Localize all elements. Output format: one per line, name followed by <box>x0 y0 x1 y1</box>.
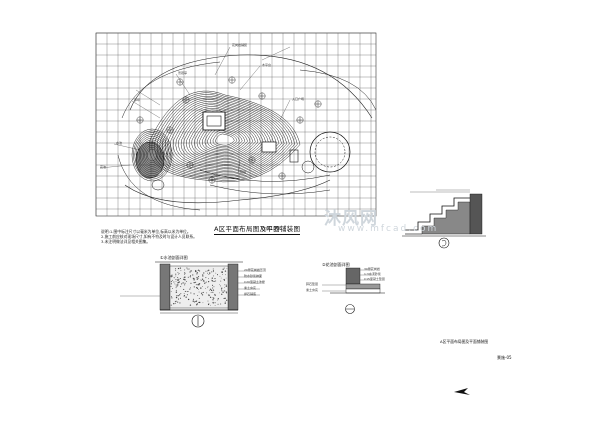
detail-2-label: 1:3水泥砂浆 <box>364 272 381 276</box>
detail-1-label: 20厚花岗岩压顶 <box>244 268 266 272</box>
detail-1-title: ①水池剖面详图 <box>160 255 188 260</box>
detail-1-label: 防水砂浆抹面 <box>244 274 263 278</box>
site-label: 水池 <box>116 141 123 145</box>
sheet-number: 景施-05 <box>497 355 512 360</box>
watermark-url: www.mfcad.com <box>338 224 439 234</box>
north-arrow-mark <box>454 388 470 395</box>
site-label: 木平台 <box>262 63 272 67</box>
detail-2-label: C15混凝土垫层 <box>364 277 385 281</box>
detail-2-label: 30厚花岗岩 <box>364 267 380 271</box>
site-label: 园路 <box>240 170 247 174</box>
watermark-text: 沐风网 <box>324 209 378 229</box>
site-label: 景观亭 <box>178 71 188 75</box>
detail-1-label: 卵石铺底 <box>244 292 257 296</box>
site-plan <box>95 32 377 217</box>
plan-leaders <box>99 46 291 174</box>
site-label: 入口广场 <box>292 97 305 101</box>
note-line-2: 2.施工前应核对现场尺寸,如有不符及时与设计人员联系。 <box>101 234 197 239</box>
sheet-title: A区平面布局图及平面铺装图 <box>440 339 489 344</box>
tree-symbols <box>136 76 322 184</box>
main-scale: 比例1:200 <box>262 226 282 231</box>
pool-fill-pattern <box>170 267 228 307</box>
note-line-1: 说明:1.图中标注尺寸以毫米为单位,标高以米为单位。 <box>101 229 191 234</box>
detail-1-label: C20混凝土池壁 <box>244 280 265 284</box>
detail-1-label: 素土夯实 <box>244 286 257 290</box>
detail-pool-section <box>120 261 260 328</box>
detail-steps-section <box>402 189 486 249</box>
site-label: 草坪 <box>134 98 141 102</box>
detail-2-title: ②花池剖面详图 <box>322 262 350 267</box>
site-label: 花池 <box>100 165 107 169</box>
main-title: A区平面布局图及平面铺装图 <box>214 225 301 235</box>
detail-2-label: 碎石垫层 <box>306 282 319 286</box>
site-label: 花岗岩铺装 <box>232 43 248 47</box>
detail-planter-section <box>322 267 385 314</box>
note-line-3: 3.未注明做法详见相关图集。 <box>101 239 151 244</box>
detail-2-label: 素土夯实 <box>306 288 319 292</box>
